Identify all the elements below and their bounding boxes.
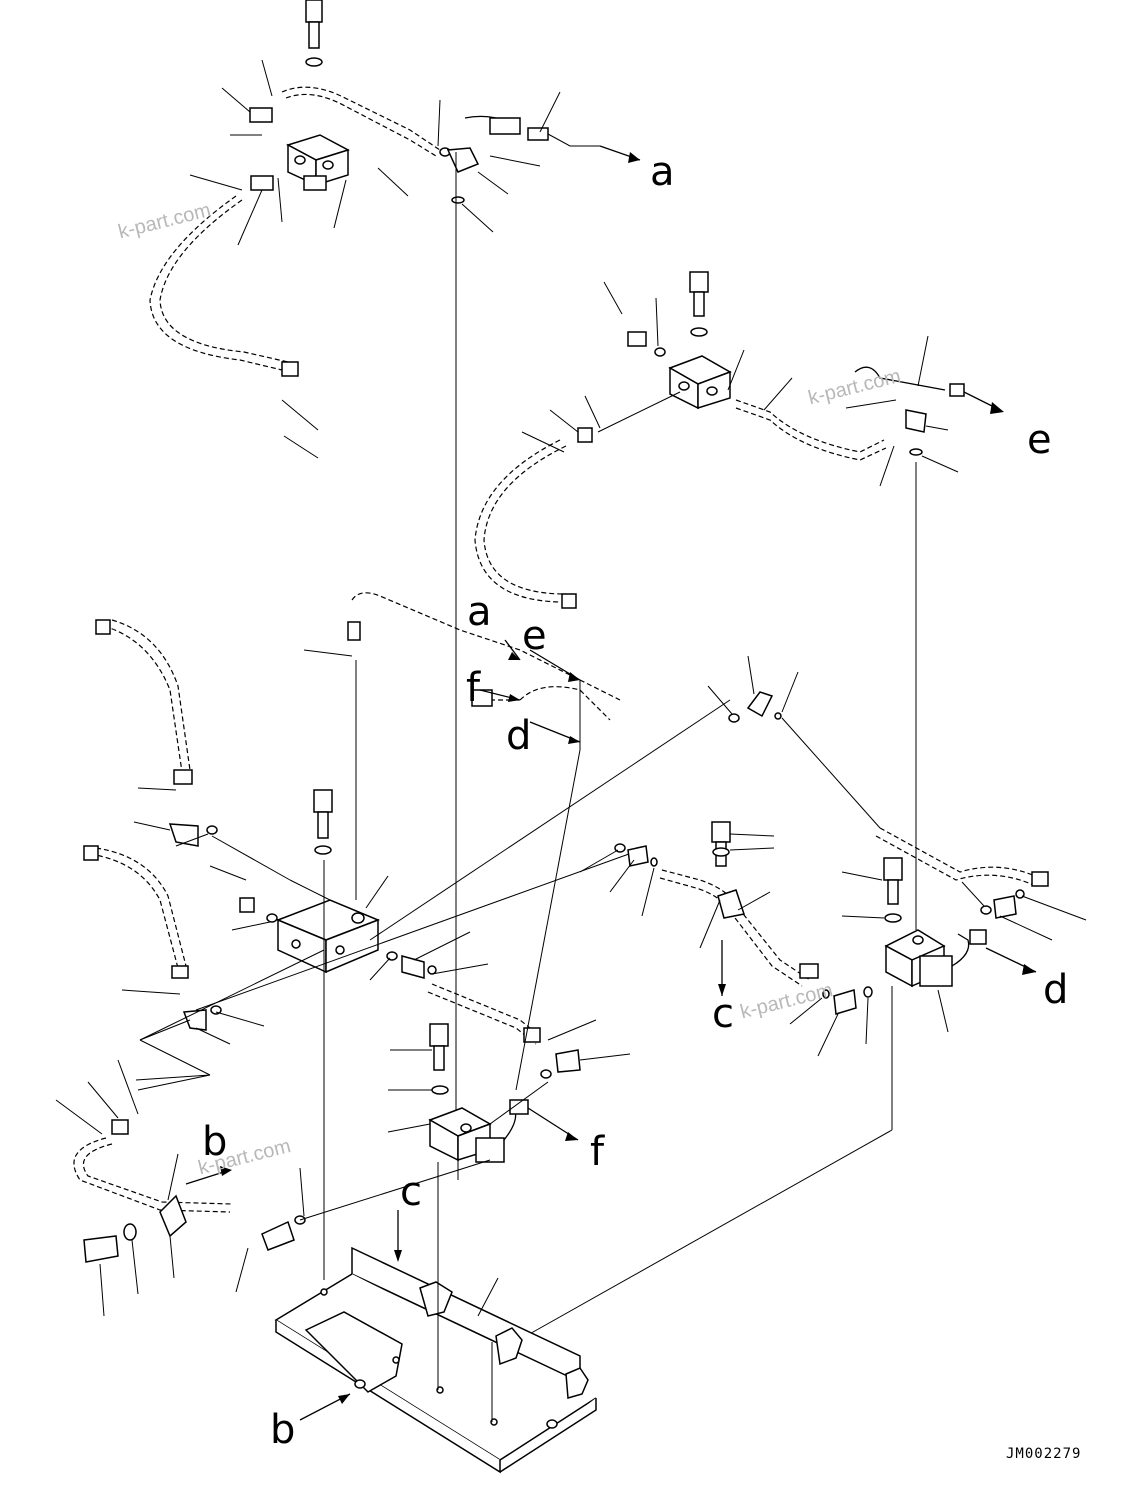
left-center-valve-block (139, 399, 731, 1280)
left-hose-assemblies (55, 619, 306, 1317)
drawing-code: JM002279 (1006, 1446, 1082, 1462)
callout-e-right: e (1027, 417, 1052, 463)
mounting-bracket-plate (274, 1162, 597, 1474)
callout-a-top: a (650, 149, 675, 195)
callout-f-mid: f (466, 665, 481, 711)
center-right-hose-clamp (579, 821, 819, 996)
right-hose-assembly (707, 655, 1087, 941)
callout-c-lower: c (400, 1169, 422, 1215)
leader-line (515, 749, 581, 1091)
callout-d-mid: d (506, 713, 532, 759)
top-right-valve-assembly (474, 271, 1004, 609)
lower-middle-solenoid-valve (299, 1023, 579, 1221)
callout-b-left: b (202, 1119, 228, 1165)
callout-b-bottom: b (270, 1407, 296, 1453)
right-solenoid-valve (509, 462, 1037, 1346)
callout-f-lower: f (590, 1129, 605, 1175)
central-wiring-harness (347, 592, 621, 750)
callout-c-mid: c (712, 991, 734, 1037)
top-left-valve-assembly (149, 0, 641, 377)
mid-hose-assembly (369, 152, 631, 1142)
callout-d-right: d (1043, 967, 1069, 1013)
callout-a-mid: a (467, 589, 492, 635)
callout-e-mid: e (522, 613, 547, 659)
